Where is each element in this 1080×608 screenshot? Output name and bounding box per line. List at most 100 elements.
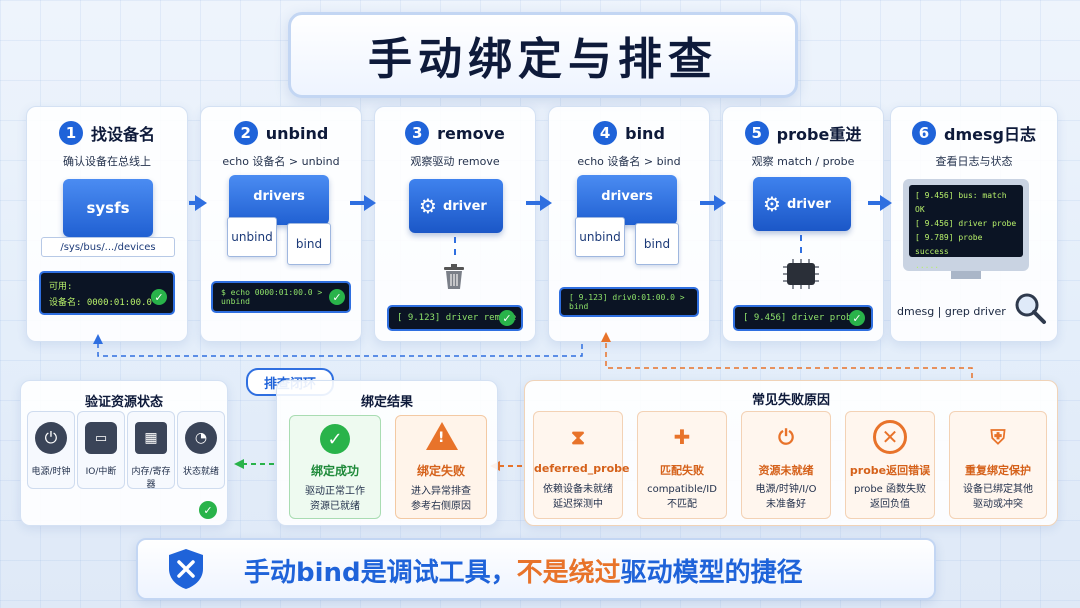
desc-line: 返回负值 [870, 499, 910, 510]
folder-icon: drivers [229, 175, 329, 225]
log-line: [ 9.456] driver probe [915, 219, 1017, 228]
io-icon: ▭ [85, 422, 117, 454]
desc-line: 电源/时钟/I/O [755, 484, 817, 495]
down-arrow [800, 235, 804, 253]
failure-title: 资源未就绪 [758, 464, 814, 477]
page-title: 手动绑定与排查 [368, 34, 718, 85]
monitor-icon: [ 9.456] bus: match OK [ 9.456] driver p… [903, 179, 1029, 271]
check-icon: ✓ [849, 310, 865, 326]
panel-title: 绑定结果 [360, 395, 413, 410]
chip-icon: ▦ [135, 422, 167, 454]
desc-line: 设备已绑定其他 [963, 484, 1033, 495]
flow-arrow [700, 201, 714, 205]
step-number: 4 [593, 121, 618, 145]
step-card-5: 5 probe重进 观察 match / probe ⚙driver [ 9.45… [722, 106, 884, 342]
step-number: 2 [233, 121, 258, 145]
step-subtitle: 观察驱动 remove [410, 155, 500, 168]
driver-chip-icon: ⚙ driver [409, 179, 503, 233]
failure-title: probe返回错误 [849, 464, 931, 477]
step-number: 5 [744, 121, 769, 145]
check-icon: ✓ [199, 501, 217, 519]
terminal-line: [ 9.456] driver probe [743, 313, 857, 323]
resource-label: IO/中断 [85, 467, 117, 477]
failure-desc: compatible/ID 不匹配 [640, 482, 724, 512]
puzzle-icon: ✚ [673, 425, 691, 449]
failure-desc: 设备已绑定其他驱动或冲突 [952, 482, 1044, 512]
resource-tile: ⏻ 电源/时钟 [27, 411, 75, 489]
flow-arrow-head [364, 195, 376, 211]
desc-line: 不匹配 [667, 499, 697, 510]
gear-icon: ⚙ [763, 192, 781, 216]
folder-label: drivers [601, 189, 653, 204]
magnifier-icon [1013, 291, 1047, 325]
terminal-line: [ 9.123] driver remove [397, 313, 517, 323]
failure-desc: 依赖设备未就绪延迟探测中 [536, 482, 620, 512]
desc-line: 依赖设备未就绪 [543, 484, 613, 495]
monitor-stand [951, 271, 981, 279]
hourglass-icon: ⧗ [570, 425, 586, 449]
flow-arrow-head [540, 195, 552, 211]
terminal-output: $ echo 0000:01:00.0 > unbind [211, 281, 351, 313]
check-icon: ✓ [499, 310, 515, 326]
verify-panel: 验证资源状态 ⏻电源/时钟 ▭IO/中断 ▦内存/寄存器 ◔状态就绪 ✓ [20, 380, 228, 526]
step-number: 3 [405, 121, 430, 145]
desc-line: 进入异常排查 [411, 486, 471, 497]
log-line: [ 9.789] probe success [915, 233, 983, 256]
flow-arrow [350, 201, 364, 205]
path-label: /sys/bus/.../devices [41, 237, 175, 257]
terminal-line: 可用: [49, 281, 73, 292]
flow-arrow-head [714, 195, 726, 211]
desc-line: 参考右侧原因 [411, 501, 471, 512]
step-subtitle: 确认设备在总线上 [63, 155, 151, 168]
gear-icon: ⚙ [419, 194, 437, 218]
log-screen: [ 9.456] bus: match OK [ 9.456] driver p… [909, 185, 1023, 270]
failure-title: 重复绑定保护 [965, 464, 1031, 477]
failure-title: deferred_probe [534, 462, 630, 475]
failure-tile: ✚ 匹配失败 compatible/ID 不匹配 [637, 411, 727, 519]
file-label: bind [295, 237, 323, 251]
fail-tile: ! 绑定失败 进入异常排查参考右侧原因 [395, 415, 487, 519]
resource-label: 内存/寄存器 [131, 467, 171, 490]
step-title: remove [437, 123, 505, 143]
desc-line: compatible/ID [647, 484, 717, 495]
terminal-line: [ 9.123] driv0:01:00.0 > bind [569, 293, 685, 311]
footer-text: 手动bind是调试工具，不是绕过驱动模型的捷径 [244, 552, 803, 589]
failure-title: 匹配失败 [660, 464, 704, 477]
failure-tile: ⛨重复绑定保护设备已绑定其他驱动或冲突 [949, 411, 1047, 519]
chip-label: driver [442, 198, 487, 214]
failure-desc: probe 函数失败返回负值 [848, 482, 932, 512]
result-panel: 绑定结果 ✓ 绑定成功 驱动正常工作资源已就绪 ! 绑定失败 进入异常排查参考右… [276, 380, 498, 526]
fail-desc: 进入异常排查参考右侧原因 [396, 484, 486, 514]
power-icon: ⏻ [35, 422, 67, 454]
desc-line: 驱动或冲突 [973, 499, 1023, 510]
step-title: probe重进 [776, 125, 862, 144]
flow-arrow [526, 201, 540, 205]
success-title: 绑定成功 [310, 464, 359, 478]
step-subtitle: 观察 match / probe [751, 155, 855, 168]
failure-tile: ⧗ deferred_probe 依赖设备未就绪延迟探测中 [533, 411, 630, 519]
file-label: unbind [579, 230, 621, 244]
file-label: bind [643, 237, 671, 251]
check-icon: ✓ [329, 289, 345, 305]
log-line: [ 9.456] bus: match OK [915, 191, 1007, 214]
log-line: ..... [915, 261, 940, 270]
driver-chip-icon: ⚙driver [753, 177, 851, 231]
resource-label: 状态就绪 [182, 467, 219, 477]
title-banner: 手动绑定与排查 [288, 12, 798, 98]
footer-part3: 驱动模型的捷径 [620, 558, 803, 588]
flow-arrow [189, 201, 195, 205]
step-subtitle: 查看日志与状态 [935, 155, 1013, 168]
folder-label: drivers [253, 189, 305, 204]
folder-icon: sysfs [63, 179, 153, 237]
step-card-3: 3 remove 观察驱动 remove ⚙ driver [ 9.123] dri… [374, 106, 536, 342]
terminal-output: [ 9.123] driv0:01:00.0 > bind [559, 287, 699, 317]
resource-label: 电源/时钟 [31, 467, 71, 477]
unbind-file-icon: unbind [575, 217, 625, 257]
warning-mark: ! [438, 430, 445, 446]
step-subtitle: echo 设备名 > bind [577, 155, 681, 168]
